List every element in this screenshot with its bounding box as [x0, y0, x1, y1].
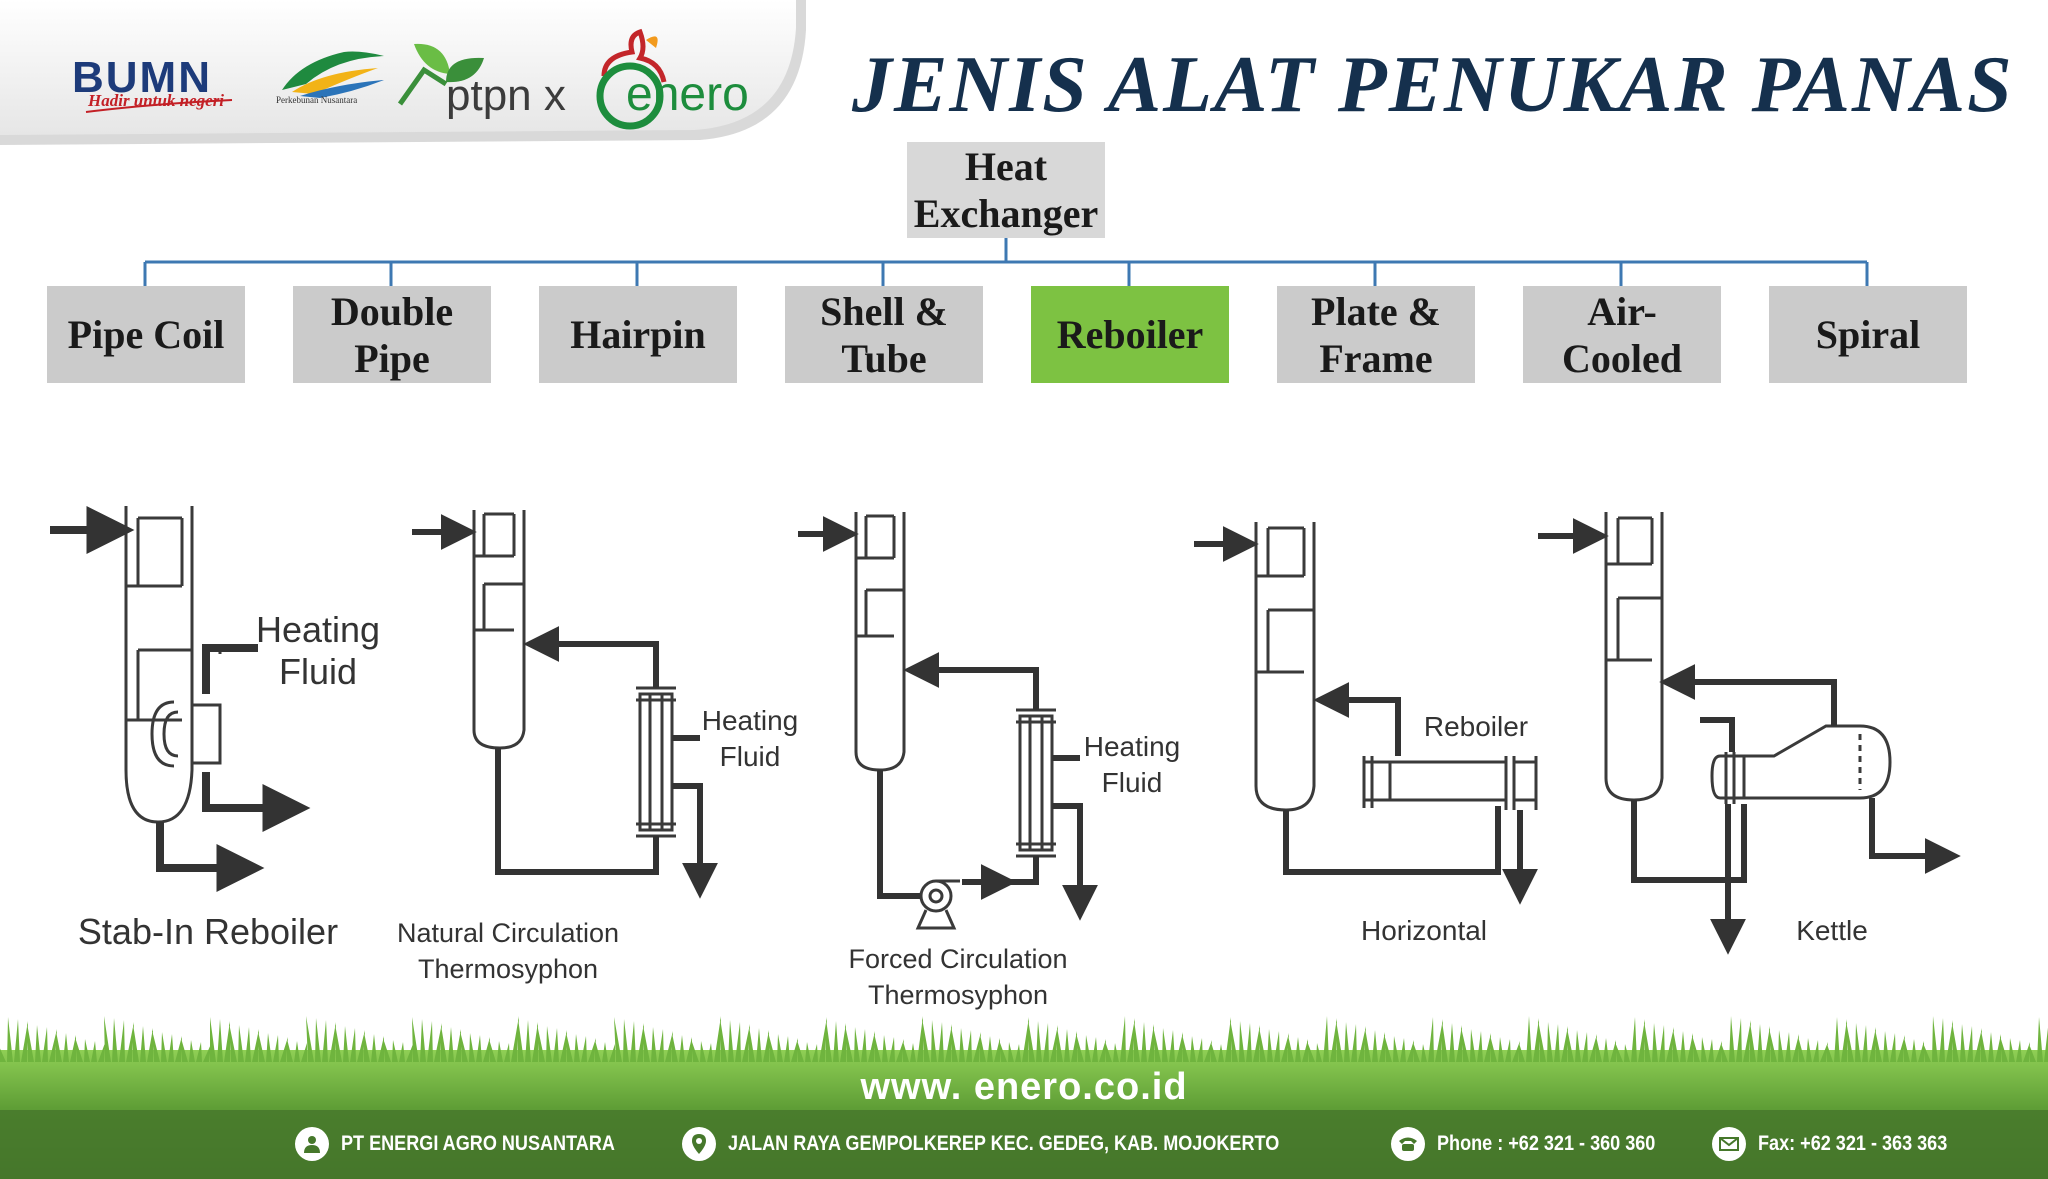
natural-caption-line2: Thermosyphon [418, 954, 598, 984]
tree-node-label-line2: Cooled [1562, 335, 1682, 381]
bumn-tagline: Hadir untuk negeri [87, 91, 224, 110]
natural-caption-line1: Natural Circulation [397, 918, 619, 948]
fax-mail-icon [1712, 1127, 1747, 1161]
forced-caption-line2: Thermosyphon [868, 980, 1048, 1010]
horizontal-caption: Horizontal [1361, 915, 1487, 946]
logo-banner: BUMN Hadir untuk negeri Perkebunan Nusan… [0, 0, 806, 145]
natural-fluid-label: Fluid [720, 741, 781, 772]
page-title: JENIS ALAT PENUKAR PANAS [852, 41, 2014, 129]
company-address: JALAN RAYA GEMPOLKEREP KEC. GEDEG, KAB. … [727, 1132, 1279, 1155]
ptpn-logo-text: ptpn x [446, 71, 566, 120]
forced-caption-line1: Forced Circulation [848, 944, 1067, 974]
tree-node-label: Spiral [1815, 312, 1921, 357]
forced-heating-label: Heating [1084, 731, 1181, 762]
location-pin-icon [681, 1127, 716, 1161]
tree-node-label-line2: Tube [841, 335, 927, 381]
stab-in-caption: Stab-In Reboiler [78, 911, 338, 952]
tree-node-label: Shell & [820, 288, 948, 334]
stab-in-fluid-label: Fluid [279, 651, 357, 692]
kettle-caption: Kettle [1796, 915, 1868, 946]
person-icon [295, 1127, 329, 1161]
grass-banner [0, 1016, 2048, 1179]
kettle-reboiler-diagram: Kettle [1538, 512, 1961, 955]
horizontal-reboiler-label: Reboiler [1424, 711, 1528, 742]
company-name: PT ENERGI AGRO NUSANTARA [341, 1132, 615, 1155]
footer: www. enero.co.id PT ENERGI AGRO NUSANTAR… [0, 1010, 2048, 1179]
phone-number: Phone : +62 321 - 360 360 [1436, 1132, 1655, 1155]
tree-node-pipe-coil: Pipe Coil [47, 286, 245, 383]
stab-in-reboiler-diagram: Heating Fluid Stab-In Reboiler [50, 506, 380, 952]
reboiler-types-diagram: Heating Fluid Stab-In Reboiler [50, 506, 1961, 1010]
tree-node-label: Double [330, 288, 454, 334]
bumn-logo: BUMN Hadir untuk negeri [72, 53, 233, 113]
tree-node-plate-and-frame: Plate &Frame [1277, 286, 1475, 383]
tree-node-label-line2: Frame [1319, 335, 1433, 381]
enero-logo-text: enero [626, 68, 749, 121]
tree-node-hairpin: Hairpin [539, 286, 737, 383]
tree-node-label-line2: Pipe [354, 335, 430, 381]
tree-root-line2: Exchanger [913, 191, 1099, 236]
tree-node-shell-and-tube: Shell &Tube [785, 286, 983, 383]
website-url[interactable]: www. enero.co.id [860, 1066, 1188, 1108]
tree-root-line1: Heat [964, 144, 1048, 189]
tree-node-label: Pipe Coil [67, 312, 225, 357]
ptpn-logo: ptpn x [397, 43, 566, 120]
perkebunan-caption: Perkebunan Nusantara [276, 95, 357, 105]
tree-node-label: Plate & [1311, 288, 1441, 334]
natural-heating-label: Heating [702, 705, 799, 736]
tree-node-reboiler: Reboiler [1031, 286, 1229, 383]
tree-node-spiral: Spiral [1769, 286, 1967, 383]
tree-node-label: Hairpin [570, 312, 706, 357]
fax-number: Fax: +62 321 - 363 363 [1758, 1132, 1948, 1155]
tree-connectors [143, 238, 1869, 286]
enero-logo: enero [596, 28, 749, 130]
phone-icon [1390, 1127, 1425, 1161]
tree-node-label: Air- [1587, 288, 1657, 334]
bumn-logo-text: BUMN [72, 53, 212, 102]
natural-circulation-thermosyphon-diagram: Heating Fluid Natural Circulation Thermo… [397, 510, 798, 984]
tree-node-label: Reboiler [1056, 312, 1204, 357]
perkebunan-nusantara-logo: Perkebunan Nusantara [276, 51, 384, 105]
horizontal-reboiler-diagram: Reboiler Horizontal [1194, 522, 1538, 946]
forced-fluid-label: Fluid [1102, 767, 1163, 798]
tree-node-air-cooled: Air-Cooled [1523, 286, 1721, 383]
contact-bar: PT ENERGI AGRO NUSANTARA JALAN RAYA GEMP… [295, 1124, 2001, 1164]
grass-blades [0, 1016, 2048, 1062]
stab-in-heating-label: Heating [256, 609, 380, 650]
forced-circulation-thermosyphon-diagram: Heating Fluid Forced Circulation Thermos… [798, 512, 1180, 1010]
